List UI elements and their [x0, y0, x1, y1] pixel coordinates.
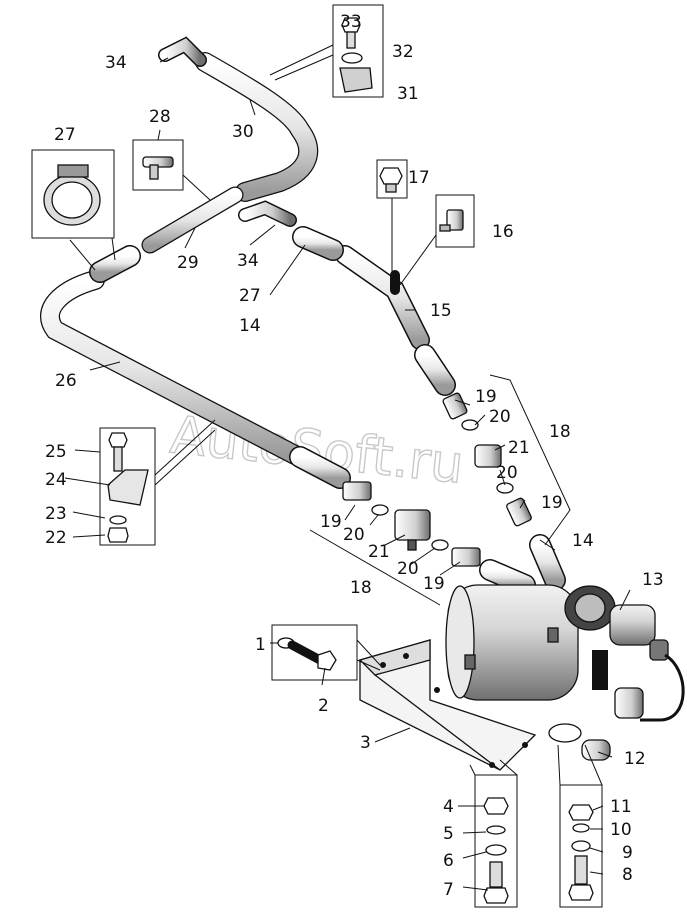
label-14-upper: 14	[239, 316, 261, 336]
label-23: 23	[45, 504, 67, 524]
label-21-upper: 21	[508, 438, 530, 458]
label-21-lower: 21	[368, 542, 390, 562]
label-28: 28	[149, 107, 171, 127]
label-5: 5	[443, 824, 454, 844]
label-30: 30	[232, 122, 254, 142]
label-27-upper: 27	[54, 125, 76, 145]
valve-16	[439, 209, 464, 232]
label-19-upper2: 19	[541, 493, 563, 513]
fittings-upper-right	[442, 392, 532, 527]
label-15: 15	[430, 301, 452, 321]
label-9: 9	[622, 843, 633, 863]
label-17: 17	[408, 168, 430, 188]
label-32: 32	[392, 42, 414, 62]
callout-labels: 33 33 32 31 34 30 27 28 29 34 27 14 17 1…	[45, 12, 664, 900]
label-29: 29	[177, 253, 199, 273]
label-34-upper: 34	[105, 53, 127, 73]
label-3: 3	[360, 733, 371, 753]
label-24: 24	[45, 470, 67, 490]
bracket-3	[358, 639, 537, 771]
parts-4-7	[483, 797, 509, 904]
label-31: 31	[397, 84, 419, 104]
label-12: 12	[624, 749, 646, 769]
label-25: 25	[45, 442, 67, 462]
label-8: 8	[622, 865, 633, 885]
label-16: 16	[492, 222, 514, 242]
pipe-26	[40, 270, 305, 465]
label-20-upper: 20	[489, 407, 511, 427]
label-18-lower: 18	[350, 578, 372, 598]
elbow-34-upper	[158, 36, 207, 67]
label-11: 11	[610, 797, 632, 817]
box-16	[435, 194, 475, 248]
box-22-25	[99, 427, 156, 546]
label-19-upper: 19	[475, 387, 497, 407]
hose-segment-near-29	[89, 245, 141, 283]
parts-1-2	[277, 637, 337, 671]
plug-17	[379, 167, 403, 193]
label-22: 22	[45, 528, 67, 548]
elbow-34-lower	[238, 200, 297, 227]
label-19-lower2: 19	[423, 574, 445, 594]
label-18-upper: 18	[549, 422, 571, 442]
box-8-11	[559, 784, 603, 908]
label-7: 7	[443, 880, 454, 900]
label-14-lower: 14	[572, 531, 594, 551]
parts-8-11	[568, 804, 594, 901]
label-20-lower2: 20	[397, 559, 419, 579]
hose-chain-right	[414, 344, 566, 591]
parts-22-25	[107, 432, 149, 543]
clamp-27	[43, 164, 101, 226]
leader-lines	[64, 44, 631, 891]
label-20-lower: 20	[343, 525, 365, 545]
box-1-2	[271, 624, 358, 681]
hose-30	[195, 52, 319, 202]
tee-28	[142, 156, 174, 180]
fittings-lower-left	[342, 481, 481, 567]
hose-27-14-upper	[292, 226, 344, 261]
label-10: 10	[610, 820, 632, 840]
label-4: 4	[443, 797, 454, 817]
tube-29	[141, 186, 244, 254]
pipe-15	[335, 245, 430, 350]
label-6: 6	[443, 851, 454, 871]
label-27-lower: 27	[239, 286, 261, 306]
label-2: 2	[318, 696, 329, 716]
box-4-7	[474, 774, 518, 908]
heater-13	[445, 584, 685, 722]
box-27	[31, 149, 115, 239]
label-20-upper2: 20	[496, 463, 518, 483]
hose-chain-left	[289, 446, 536, 596]
label-26: 26	[55, 371, 77, 391]
label-33: 33	[340, 12, 362, 32]
label-13: 13	[642, 570, 664, 590]
label-1: 1	[255, 635, 266, 655]
box-31-33	[332, 4, 384, 98]
label-19-lower: 19	[320, 512, 342, 532]
label-34-lower: 34	[237, 251, 259, 271]
parts-31-33	[339, 17, 373, 93]
